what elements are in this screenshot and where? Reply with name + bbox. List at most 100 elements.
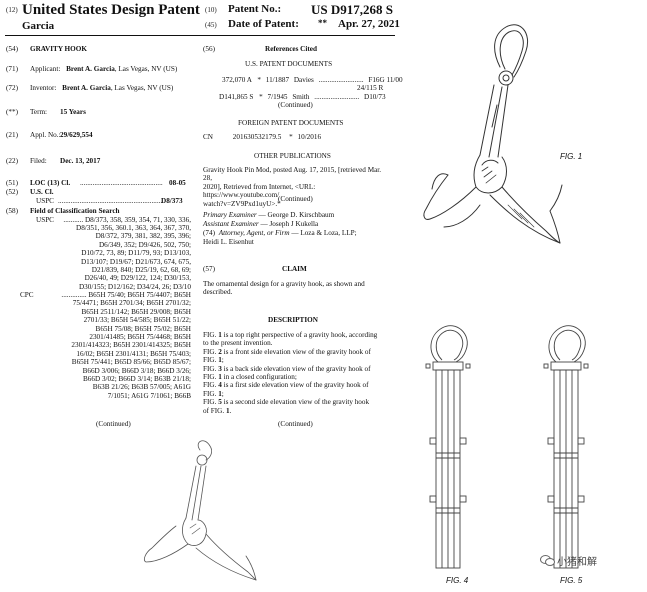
us-doc-class-2: 24/115 R [357, 84, 384, 92]
foreign-mark: * [289, 133, 293, 141]
uspc-line: D8/351, 356, 360.1, 363, 364, 367, 370, [76, 223, 191, 232]
other-publications: Gravity Hook Pin Mod, posted Aug. 17, 20… [203, 166, 389, 208]
appl-no-value: 29/629,554 [60, 131, 93, 139]
cpc-line: B65H 75/08; B65H 75/02; B65H [95, 324, 191, 333]
field-num-22: (22) [6, 157, 18, 165]
applicant-label: Applicant: [30, 65, 61, 73]
field-num-45: (45) [205, 21, 217, 29]
uspc-sub-label: USPC [36, 197, 54, 205]
header-rule [5, 35, 395, 36]
patent-date: Apr. 27, 2021 [338, 18, 400, 30]
field-num-72: (72) [6, 84, 18, 92]
uspc-line: D26/40, 49; D29/122, 124; D30/153, [84, 274, 191, 283]
us-doc-class: F16G 11/00 [368, 76, 403, 84]
description-line: FIG. 1; [203, 356, 224, 365]
primary-examiner: — George D. Kirschbaum [256, 211, 335, 219]
cpc-line: 75/4471; B65H 2701/34; B65H 2701/32; [72, 299, 191, 308]
us-doc-class: D10/73 [364, 93, 386, 101]
date-mark: ** [318, 18, 327, 28]
field-num-71: (71) [6, 65, 18, 73]
cpc-line: B63B 21/26; B63B 57/005; A61G [92, 383, 191, 392]
uspc-line: D6/349, 352; D9/426, 502, 750; [98, 240, 191, 249]
uspc-label: USPC [36, 215, 54, 224]
claim-text: The ornamental design for a gravity hook… [203, 280, 389, 297]
field-num-74: (74) [203, 229, 215, 237]
us-class-dots: ........................................… [58, 197, 163, 205]
field-num-56: (56) [203, 45, 215, 53]
attorney-label: Attorney, Agent, or Firm [218, 229, 290, 237]
field-num-term: (**) [6, 108, 18, 116]
description-text: FIG. 1 is a top right perspective of a g… [203, 331, 393, 415]
us-doc-row: 372,070 A * 11/1887 Davies .............… [222, 76, 403, 84]
patent-number: US D917,268 S [311, 2, 393, 17]
watermark: 小猪和解 [540, 553, 597, 568]
continued-2: (Continued) [278, 195, 313, 203]
description-title: DESCRIPTION [268, 316, 318, 324]
claim-line: described. [203, 288, 233, 297]
field-of-search-label: Field of Classification Search [30, 207, 120, 215]
field-num-58: (58) [6, 207, 18, 215]
invention-title: GRAVITY HOOK [30, 45, 87, 53]
field-num-57: (57) [203, 265, 215, 273]
cpc-line: 2301/414323; B65H 2301/414325; B65H [71, 341, 191, 350]
us-docs-title: U.S. PATENT DOCUMENTS [245, 60, 333, 68]
cpc-line: B65H 2511/142; B65H 29/008; B65H [81, 307, 191, 316]
watermark-text: 小猪和解 [557, 557, 597, 568]
uspc-line: D21/839, 840; D25/19, 62, 68, 69; [91, 265, 191, 274]
us-doc-mark: * [257, 76, 261, 84]
field-num-51: (51) [6, 179, 18, 187]
us-class-value: D8/373 [161, 197, 183, 205]
filed-value: Dec. 13, 2017 [60, 157, 101, 165]
foreign-docs-title: FOREIGN PATENT DOCUMENTS [238, 119, 344, 127]
cpc-line: 2701/33; B65H 54/585; B65H 51/22; [83, 316, 191, 325]
cpc-line: .............. B65H 75/40; B65H 75/4407;… [61, 291, 191, 299]
term-label: Term: [30, 108, 48, 116]
uspc-line: D30/155; D12/162; D34/24, 26; D3/10 [78, 282, 191, 291]
assistant-examiner: — Joseph J Kukella [258, 220, 319, 228]
description-line: FIG. 5 is a second side elevation view o… [203, 398, 370, 407]
inventor-name: Brent A. Garcia [62, 84, 111, 92]
left-continued: (Continued) [96, 420, 131, 428]
us-doc-name: Davies [293, 76, 314, 84]
field-num-12: (12) [6, 6, 18, 14]
applicant-name: Brent A. Garcia [66, 65, 115, 73]
cpc-line: 16/02; B65H 2301/4131; B65H 75/403; [76, 349, 191, 358]
fig4-label: FIG. 4 [446, 576, 469, 585]
inventor-location: , Las Vegas, NV (US) [110, 84, 174, 92]
cpc-line: 7/1051; A61G 7/1061; B66B [107, 391, 191, 400]
us-doc-mark: * [259, 93, 263, 101]
fig5-drawing [543, 325, 589, 569]
other-pub-line: 2020], Retrieved from Internet, <URL: ht… [203, 182, 316, 200]
description-line: FIG. 1; [203, 389, 224, 398]
uspc-line: D10/72, 73, 89; D11/79, 93; D13/103, [81, 249, 191, 258]
uspc-list: ........... D8/373, 358, 359, 354, 71, 3… [54, 216, 191, 292]
cpc-line: B65H 75/441; B65D 85/66; B65D 85/67; [71, 358, 191, 367]
description-line: FIG. 1 is a top right perspective of a g… [203, 331, 378, 339]
loc-class-label: LOC (13) Cl. [30, 179, 71, 187]
cpc-list: .............. B65H 75/40; B65H 75/4407;… [40, 291, 191, 400]
us-doc-row: D141,865 S * 7/1945 Smith ..............… [219, 93, 386, 101]
us-doc-date: 7/1945 [267, 93, 288, 101]
foreign-date: 10/2016 [297, 133, 322, 141]
field-num-52: (52) [6, 188, 18, 196]
cpc-line: 2301/41485; B65H 75/4468; B65H [89, 333, 191, 342]
fig1-drawing [423, 24, 563, 244]
cpc-label: CPC [20, 291, 34, 299]
other-pub-line: watch?v=ZV9Pxd1uyU>.* [203, 199, 281, 208]
fig4-drawing [425, 325, 471, 569]
description-line: FIG. 3 is a back side elevation view of … [203, 364, 371, 373]
other-publications-title: OTHER PUBLICATIONS [254, 152, 331, 160]
description-line: FIG. 2 is a front side elevation view of… [203, 347, 371, 356]
term-value: 15 Years [60, 108, 86, 116]
inventor-label: Inventor: [30, 84, 57, 92]
us-doc-date: 11/1887 [265, 76, 290, 84]
us-doc-dots: ......................... [314, 93, 360, 101]
us-doc-number: 372,070 A [222, 76, 252, 84]
wechat-logo-icon [540, 555, 555, 566]
claim-title: CLAIM [282, 265, 307, 273]
foreign-number: 201630532179.5 [232, 133, 282, 141]
uspc-line: D13/107; D19/67; D21/673, 674, 675, [80, 257, 191, 266]
us-doc-dots: ......................... [318, 76, 364, 84]
applicant-location: , Las Vegas, NV (US) [114, 65, 178, 73]
uspc-line: D8/372, 379, 381, 382, 395, 396; [95, 232, 191, 241]
